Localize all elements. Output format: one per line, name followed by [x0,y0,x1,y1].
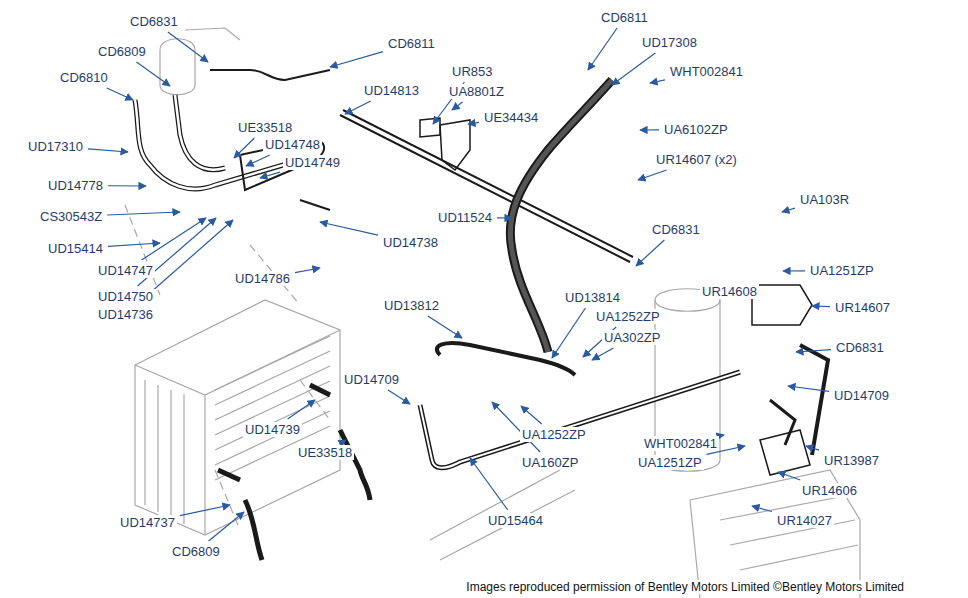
callout-number: CD6809 [96,44,148,59]
callout-number: UA6102ZP [662,122,730,137]
callout-number: CD6831 [128,14,180,29]
leader-arrow [812,305,830,307]
callout-number: CD6809 [170,544,222,559]
leader-arrow [782,208,795,212]
pipe-work [135,70,828,560]
leader-arrow [234,138,254,158]
leader-arrow [796,350,831,352]
callout-number: CS30543Z [38,209,104,224]
callout-number: UR14608 [700,284,759,299]
leader-arrow [806,446,819,450]
leader-arrow [778,472,800,480]
leader-arrow [168,32,208,62]
callout-number: UD11524 [436,210,494,225]
leader-arrow [330,52,383,67]
leader-arrow [108,243,160,246]
leader-arrow [640,129,659,130]
callout-number: UD17310 [26,139,85,154]
callout-number: UR853 [450,64,494,79]
leader-arrow [452,102,463,110]
callout-number: CD6811 [386,36,437,51]
callout-number: CD6831 [834,340,886,355]
callout-number: UA302ZP [602,330,662,345]
callout-number: UE34434 [482,110,540,125]
callout-number: UD14738 [381,235,440,250]
callout-number: UE33518 [296,445,354,460]
callout-number: UD14750 [96,289,155,304]
leader-arrow [638,170,667,180]
callout-number: UA1251ZP [636,455,704,470]
leader-arrow [636,240,664,266]
callout-number: UD14748 [263,137,322,152]
callout-number: UR14606 [800,483,859,498]
callout-number: UA8801Z [447,84,506,99]
callout-number: UD14786 [233,271,292,286]
leader-arrow [295,268,320,273]
leader-arrow [260,172,280,178]
callout-number: UR14607 [833,300,892,315]
callout-number: UD14736 [96,307,155,322]
leader-arrow [497,217,512,218]
leader-arrow [783,270,805,271]
callout-number: UD15414 [46,241,105,256]
callout-number: UA103R [798,192,851,207]
callout-number: UD17308 [640,35,699,50]
leader-arrow [592,348,613,360]
leader-arrow [88,149,128,152]
callout-number: UD14737 [118,515,177,530]
leader-arrow [343,440,346,442]
callout-number: UD14747 [96,263,155,278]
callout-number: CD6831 [650,222,702,237]
leader-arrow [521,406,542,424]
leader-arrow [209,512,244,541]
leader-arrow [288,400,315,419]
leader-arrow [612,53,655,85]
leader-arrow [788,386,829,391]
leader-arrow [468,122,479,124]
leader-arrow [470,458,508,510]
leader-arrow [722,434,724,436]
callout-number: CD6810 [58,70,110,85]
leader-arrow [552,308,585,358]
leader-arrow [345,101,371,114]
callout-number: UD14749 [283,155,342,170]
callout-number: UD14739 [243,422,302,437]
callout-number: UD15464 [486,513,545,528]
leader-arrow [752,506,772,512]
leader-arrow [107,88,133,100]
callout-number: UD14709 [342,372,401,387]
leader-arrow [588,28,617,70]
callout-number: UD14709 [832,388,891,403]
leader-arrow [428,316,462,338]
callout-number: UR14607 (x2) [654,152,739,167]
callout-number: UA1252ZP [594,309,662,324]
callout-number: UA1252ZP [520,427,588,442]
leader-arrow [142,218,206,260]
callout-number: UA1251ZP [808,263,876,278]
leader-arrow [107,212,180,215]
callout-number: UR14027 [775,513,834,528]
callout-number: UD13814 [563,290,622,305]
copyright-caption: Images reproduced permission of Bentley … [464,580,906,594]
leader-arrow [108,185,146,186]
callout-number: CD6811 [599,10,650,25]
callout-number: UD14813 [362,83,421,98]
leader-arrow [246,155,270,166]
callout-number: UD13812 [382,298,441,313]
leader-arrow [137,62,170,86]
background-parts [125,28,860,598]
leader-arrow [388,390,410,404]
leader-arrow [650,80,665,83]
leader-arrow [180,505,230,516]
callout-number: UD14778 [46,178,105,193]
leader-arrow [320,222,378,235]
callout-number: UA160ZP [520,455,580,470]
callout-number: UR13987 [822,453,881,468]
callout-number: WHT002841 [668,64,745,79]
callout-number: WHT002841 [642,436,719,451]
callout-number: UE33518 [236,120,294,135]
